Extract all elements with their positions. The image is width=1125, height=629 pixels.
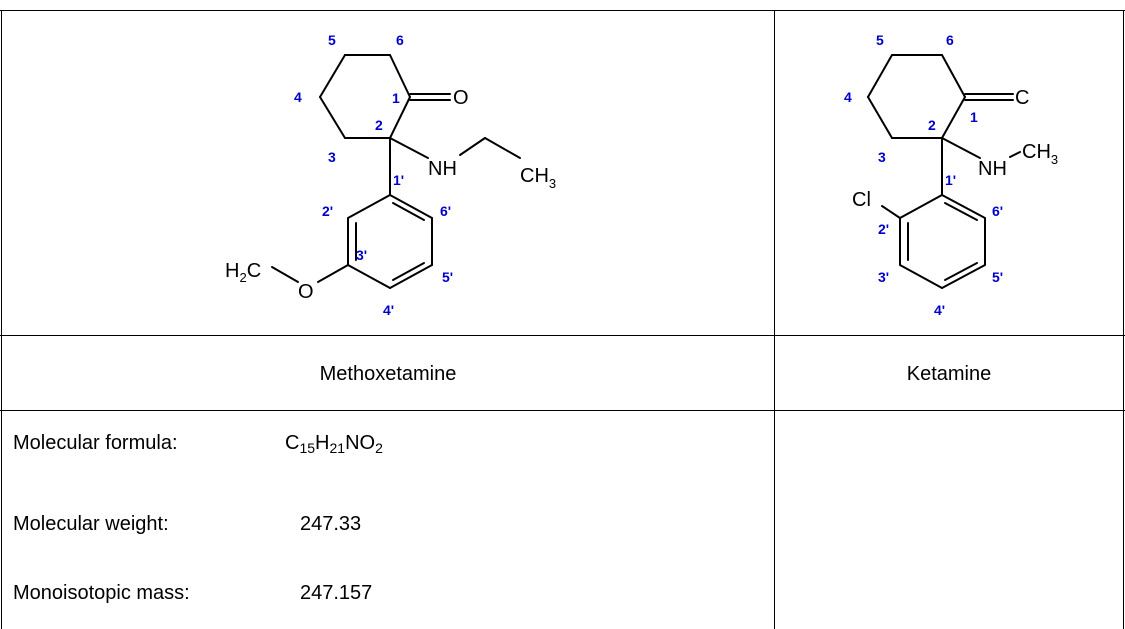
ketamine-aryl-number-5: 5': [992, 269, 1003, 285]
ketamine-aryl-number-2: 2': [878, 221, 889, 237]
ketamine-ring-number-4: 4: [844, 89, 852, 105]
chlorine-label: Cl: [852, 189, 871, 211]
aryl-number-2: 2': [322, 203, 333, 219]
ketamine-structure: C NH CH3 Cl 1 2 3 4 5 6 1' 2' 3' 4' 5' 6…: [844, 32, 1058, 318]
ring-number-2: 2: [375, 117, 383, 133]
ketamine-name: Ketamine: [906, 363, 992, 385]
row-divider-1: [0, 335, 1125, 336]
aryl-number-5: 5': [442, 269, 453, 285]
row-divider-2: [0, 410, 1125, 411]
ketamine-carbonyl-label: C: [1015, 87, 1029, 109]
ketamine-ring-number-6: 6: [946, 32, 954, 48]
table-border-top: [0, 10, 1125, 11]
molecular-formula-value: C15H21NO2: [285, 432, 383, 456]
ch3-label: CH3: [520, 165, 556, 191]
ketamine-ring-number-5: 5: [876, 32, 884, 48]
table-border-left: [1, 10, 2, 629]
ketamine-ch3-label: CH3: [1022, 141, 1058, 167]
aryl-number-1: 1': [393, 172, 404, 188]
nh-label: NH: [428, 158, 457, 180]
aryl-number-3: 3': [356, 247, 367, 263]
ring-number-3: 3: [328, 149, 336, 165]
column-divider: [774, 10, 775, 629]
molecular-weight-value: 247.33: [300, 513, 362, 535]
ring-number-1: 1: [392, 90, 400, 106]
ring-number-4: 4: [294, 89, 302, 105]
ether-oxygen-label: O: [298, 281, 314, 303]
ketamine-aryl-number-6: 6': [992, 203, 1003, 219]
molecular-formula-label: Molecular formula:: [13, 432, 178, 454]
molecular-weight-label: Molecular weight:: [13, 513, 169, 535]
carbonyl-oxygen-label: O: [453, 87, 469, 109]
aryl-number-4: 4': [383, 302, 394, 318]
aryl-number-6: 6': [440, 203, 451, 219]
monoisotopic-mass-value: 247.157: [300, 582, 373, 604]
monoisotopic-mass-label: Monoisotopic mass:: [13, 582, 190, 604]
ketamine-ring-number-2: 2: [928, 117, 936, 133]
ketamine-ring-number-1: 1: [970, 109, 978, 125]
h2c-label: H2C: [225, 260, 261, 285]
ketamine-aryl-number-1: 1': [945, 172, 956, 188]
ketamine-ring-number-3: 3: [878, 149, 886, 165]
ring-number-5: 5: [328, 32, 336, 48]
ketamine-aryl-number-4: 4': [934, 302, 945, 318]
methoxetamine-structure: O NH CH3 O H2C 1 2 3 4 5 6 1' 2' 3': [225, 32, 556, 318]
methoxetamine-name: Methoxetamine: [319, 363, 457, 385]
ketamine-aryl-number-3: 3': [878, 269, 889, 285]
ring-number-6: 6: [396, 32, 404, 48]
ketamine-nh-label: NH: [978, 158, 1007, 180]
table-border-right: [1123, 10, 1124, 629]
